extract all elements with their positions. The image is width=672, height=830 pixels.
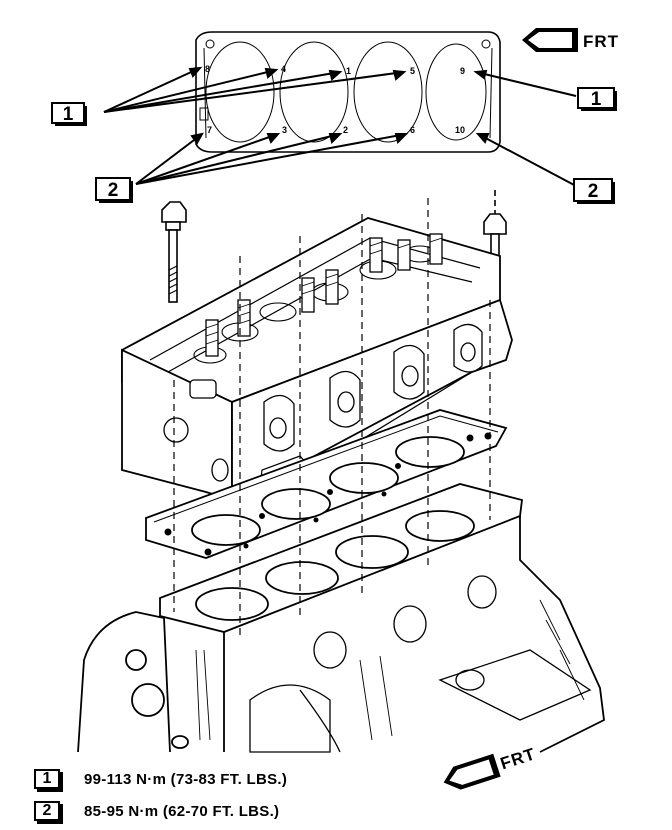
callout-1-right: 1: [577, 87, 617, 111]
sequence-number: 6: [410, 125, 415, 135]
tightening-sequence-plan: [195, 31, 501, 153]
front-arrow-top: FRT: [522, 28, 619, 52]
alignment-lines: [173, 198, 491, 640]
legend-key: 2: [34, 801, 60, 821]
cylinder-head: [121, 217, 513, 502]
sequence-numbers: 8 4 1 5 9 7 3 2 6 10: [205, 64, 465, 135]
svg-text:FRT: FRT: [498, 744, 538, 773]
callout-1-left: 1: [51, 102, 87, 126]
front-arrow-bottom: FRT: [443, 744, 538, 790]
svg-text:2: 2: [588, 181, 599, 202]
legend-text: 99-113 N·m (73-83 FT. LBS.): [84, 770, 288, 788]
sequence-number: 3: [282, 125, 287, 135]
sequence-number: 4: [281, 64, 286, 74]
legend-row-1: 1 99-113 N·m (73-83 FT. LBS.): [34, 766, 287, 792]
sequence-number: 9: [460, 66, 465, 76]
svg-text:1: 1: [591, 89, 602, 110]
svg-text:1: 1: [63, 104, 74, 125]
sequence-number: 1: [346, 66, 351, 76]
head-gasket: [145, 409, 508, 559]
callout-2-left: 2: [95, 177, 133, 203]
callout-leaders: [103, 66, 577, 187]
legend-key: 1: [34, 769, 60, 789]
legend-row-2: 2 85-95 N·m (62-70 FT. LBS.): [34, 798, 279, 824]
sequence-number: 7: [207, 125, 212, 135]
svg-text:FRT: FRT: [583, 32, 619, 51]
sequence-number: 5: [410, 66, 415, 76]
svg-text:2: 2: [108, 180, 119, 201]
engine-block: [77, 483, 605, 753]
sequence-number: 8: [205, 64, 210, 74]
legend-text: 85-95 N·m (62-70 FT. LBS.): [84, 802, 280, 820]
callout-2-right: 2: [573, 178, 615, 204]
sequence-number: 2: [343, 125, 348, 135]
sequence-number: 10: [455, 125, 465, 135]
